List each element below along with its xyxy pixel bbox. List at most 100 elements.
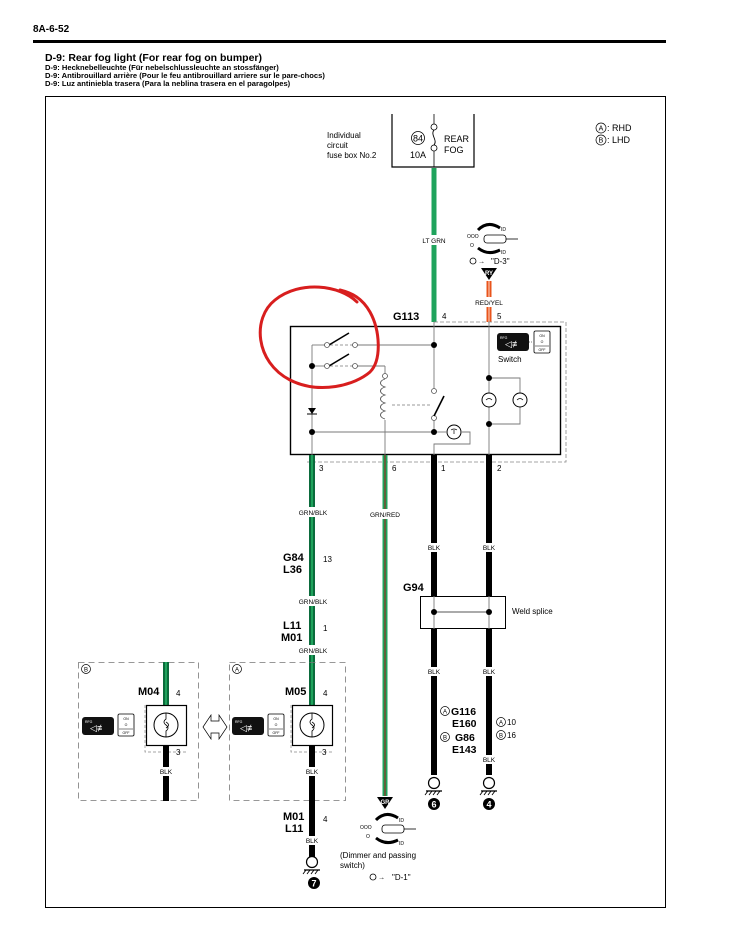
dimmer-caption-2: switch): [340, 861, 365, 870]
ground-6: 6: [424, 776, 442, 810]
svg-text:O: O: [470, 243, 474, 249]
weld-splice-label: Weld splice: [512, 607, 553, 616]
svg-text:B: B: [443, 736, 447, 742]
svg-text:OOO: OOO: [360, 825, 372, 831]
connector-l11: L11: [283, 620, 301, 632]
g113-dashed-outline: [307, 321, 567, 463]
fuse-name-1: REAR: [444, 134, 470, 144]
wire-label-lt-grn: LT GRN: [422, 238, 446, 245]
svg-text:4: 4: [176, 689, 181, 698]
ground-conn-pin-a: 10: [507, 718, 516, 727]
svg-text:RFG: RFG: [235, 720, 243, 724]
ground-icon: [427, 776, 441, 790]
svg-text:O: O: [366, 834, 370, 840]
rear-fog-switch: RFG ◁≢ ON O OFF Switch: [497, 330, 551, 364]
fuse-box-label-3: fuse box No.2: [327, 151, 377, 160]
fuse-icon: [432, 129, 436, 146]
svg-text:3: 3: [322, 748, 327, 757]
connector-g113: G113: [393, 311, 419, 323]
lamp-variant-a: A M05 4 3 RFG ◁≢ ON O OFF: [229, 662, 346, 801]
svg-text:ID: ID: [399, 841, 404, 847]
ground-icon: [482, 776, 496, 790]
connector-g94: G94: [403, 582, 425, 594]
g113-pin-2: 2: [497, 464, 502, 473]
legend: A : RHD B : LHD: [595, 122, 632, 146]
dimmer-passing-switch: GR OOO O ID ID (Dimmer and passing switc…: [340, 797, 416, 882]
svg-text:O: O: [541, 340, 544, 344]
svg-text:ID: ID: [501, 250, 506, 256]
svg-text:BLK: BLK: [306, 769, 319, 776]
fuse-number: 84: [413, 134, 423, 144]
switch-label: Switch: [498, 355, 522, 364]
wire-label-grn-blk-2: GRN/BLK: [299, 599, 328, 606]
wire-label-blk-4: BLK: [483, 669, 496, 676]
connector-l36: L36: [283, 564, 302, 576]
connector-g84-pin: 13: [323, 555, 332, 564]
variant-a-dashed-frame: [229, 662, 346, 801]
svg-text:ID: ID: [399, 818, 404, 824]
subtitle-es: D-9: Luz antiniebla trasera (Para la neb…: [45, 79, 291, 88]
variant-b-dashed-frame: [78, 662, 199, 801]
ground-6-number: 6: [431, 800, 436, 810]
stalk-bottom-reference: "D-1": [392, 873, 411, 882]
svg-text:A: A: [443, 710, 447, 716]
connector-g116: G116: [451, 706, 476, 718]
svg-text:OFF: OFF: [123, 731, 130, 735]
bulb-icon-1: [481, 392, 497, 408]
svg-text:RFG: RFG: [85, 720, 93, 724]
legend-b-label: : LHD: [607, 135, 631, 145]
page-number: 8A-6-52: [33, 24, 70, 35]
diagram-title: D-9: Rear fog light (For rear fog on bum…: [45, 52, 262, 64]
fuse-rating: 10A: [410, 150, 426, 160]
rear-fog-badge-text: RFG: [500, 336, 508, 340]
legend-b-symbol: B: [599, 138, 604, 145]
fuse-box: Individual circuit fuse box No.2 84 10A …: [327, 114, 475, 168]
g113-pin-6: 6: [392, 464, 397, 473]
stalk-switch-icon-top: OOO O ID ID → "D-3" RY: [467, 223, 518, 280]
switch-slider-icon: [267, 713, 285, 737]
svg-text:ON: ON: [539, 334, 545, 338]
wire-label-grn-blk-1: GRN/BLK: [299, 510, 328, 517]
rear-fog-badge: [82, 717, 114, 735]
wire-label-grn-blk-3: GRN/BLK: [299, 648, 328, 655]
annotation-red-circle: [258, 285, 380, 389]
subtitle-fr: D-9: Antibrouillard arrière (Pour le feu…: [45, 71, 325, 80]
svg-text:OFF: OFF: [273, 731, 280, 735]
legend-a-label: : RHD: [607, 123, 632, 133]
rear-fog-symbol-icon: ◁≢: [505, 339, 521, 349]
relay-coil-icon: [380, 378, 387, 420]
svg-text:OOO: OOO: [467, 234, 479, 240]
svg-text:4: 4: [323, 689, 328, 698]
fuse-box-label-1: Individual: [327, 131, 361, 140]
svg-text:O: O: [125, 723, 128, 727]
ground-7-number: 7: [311, 879, 316, 889]
connector-g84: G84: [283, 552, 305, 564]
wire-tag-gr: [377, 797, 393, 809]
wire-label-grn-red: GRN/RED: [370, 512, 400, 519]
svg-text:ON: ON: [273, 717, 279, 721]
svg-text:A: A: [499, 721, 503, 727]
svg-text:3: 3: [176, 748, 181, 757]
connector-m01: M01: [281, 632, 302, 644]
rear-fog-badge: [497, 333, 529, 351]
svg-text:→: →: [478, 259, 485, 266]
wire-tag-ry: [481, 268, 497, 280]
reference-eye-icon: [469, 257, 477, 265]
wire-label-blk-1: BLK: [428, 545, 441, 552]
relay-switch-contacts: [324, 332, 445, 421]
switch-slider-icon: [533, 330, 551, 354]
svg-text:OFF: OFF: [539, 348, 546, 352]
stalk-top-reference: "D-3": [491, 257, 510, 266]
wire-label-blk-2: BLK: [483, 545, 496, 552]
lamp-variant-b: B M04 4 3 BLK RFG ◁≢ ON O OFF: [78, 662, 199, 801]
connector-m01-pin: 4: [323, 815, 328, 824]
rear-fog-lamp-m05: [291, 704, 334, 747]
ground-icon: [305, 855, 319, 869]
svg-text:→: →: [378, 875, 385, 882]
legend-b-circle: [595, 134, 607, 146]
rear-fog-symbol-icon: ◁≢: [240, 723, 256, 733]
g113-pin-5: 5: [497, 312, 502, 321]
bulb-icon-2: [512, 392, 528, 408]
wire-tag-ry-text: RY: [485, 271, 493, 277]
diagram-frame: [45, 96, 666, 908]
